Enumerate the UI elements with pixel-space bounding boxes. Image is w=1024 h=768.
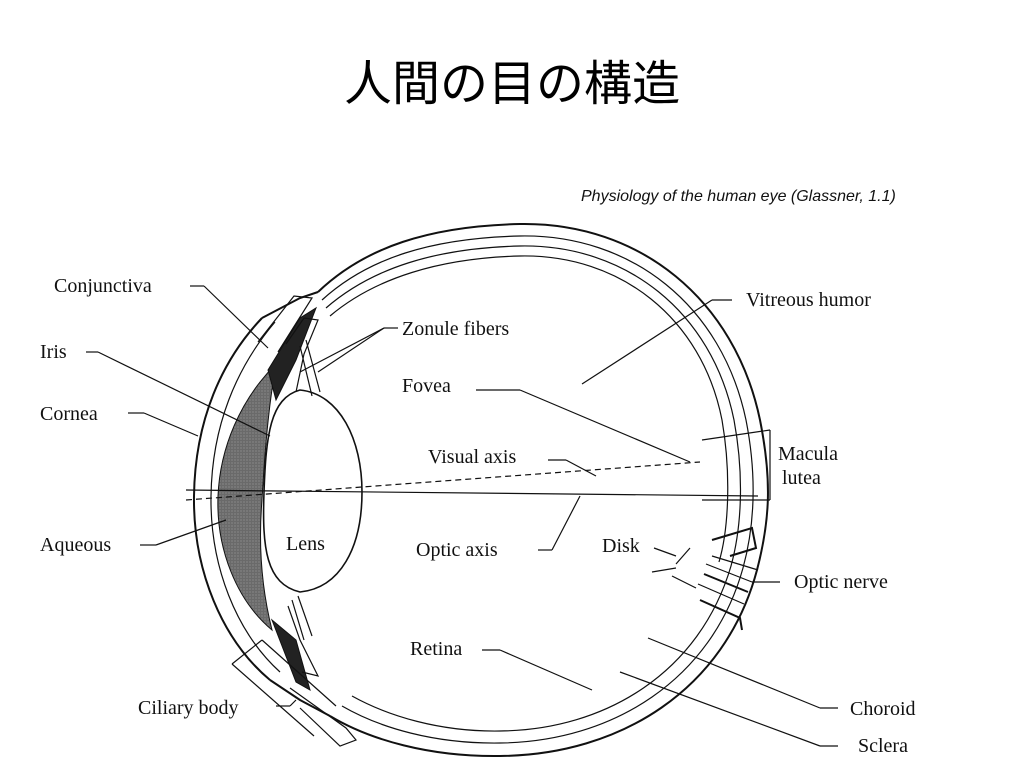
cornea-inner-outline: [210, 321, 281, 673]
label-visual-axis: Visual axis: [428, 446, 516, 468]
label-vitreous-humor: Vitreous humor: [746, 289, 871, 311]
eyeball-walls: [317, 222, 769, 758]
label-ciliary-body: Ciliary body: [138, 697, 239, 719]
figure-caption: Physiology of the human eye (Glassner, 1…: [581, 188, 896, 205]
label-retina: Retina: [410, 638, 462, 660]
slide-title: 人間の目の構造: [343, 56, 680, 112]
diagram-labels: Conjunctiva Iris Cornea Aqueous Lens Cil…: [40, 275, 916, 757]
iris-upper: [267, 306, 318, 402]
axes: [185, 461, 759, 501]
visual-axis-line: [185, 461, 701, 501]
label-fovea: Fovea: [402, 375, 451, 397]
label-sclera: Sclera: [858, 735, 908, 757]
aqueous-chamber: [217, 362, 277, 632]
label-conjunctiva: Conjunctiva: [54, 275, 152, 297]
label-disk: Disk: [602, 535, 640, 557]
retina-outline: [325, 245, 742, 732]
label-optic-nerve: Optic nerve: [794, 571, 888, 593]
iris: [267, 306, 318, 692]
label-optic-axis: Optic axis: [416, 539, 498, 561]
label-zonule-fibers: Zonule fibers: [402, 318, 509, 340]
sclera-outline: [317, 222, 769, 758]
label-macula: Macula: [778, 443, 838, 465]
label-aqueous: Aqueous: [40, 534, 111, 556]
label-lutea: lutea: [782, 467, 821, 489]
optic-axis-line: [185, 489, 759, 497]
leader-lines: [86, 285, 838, 747]
iris-lower: [270, 618, 311, 692]
conjunctiva-upper: [257, 295, 314, 353]
retina-inner-outline: [329, 255, 729, 563]
choroid-outline: [321, 235, 754, 744]
ciliary-body: [285, 317, 320, 677]
label-lens: Lens: [286, 533, 325, 555]
macula-bracket: [701, 429, 771, 501]
cornea-outline: [192, 317, 271, 681]
label-choroid: Choroid: [850, 698, 916, 720]
label-iris: Iris: [40, 341, 67, 363]
label-cornea: Cornea: [40, 403, 98, 425]
optic-nerve: [671, 526, 759, 631]
conjunctiva-lower: [289, 687, 358, 747]
zonule-fibers: [291, 339, 321, 641]
anterior-segment: [192, 291, 358, 747]
